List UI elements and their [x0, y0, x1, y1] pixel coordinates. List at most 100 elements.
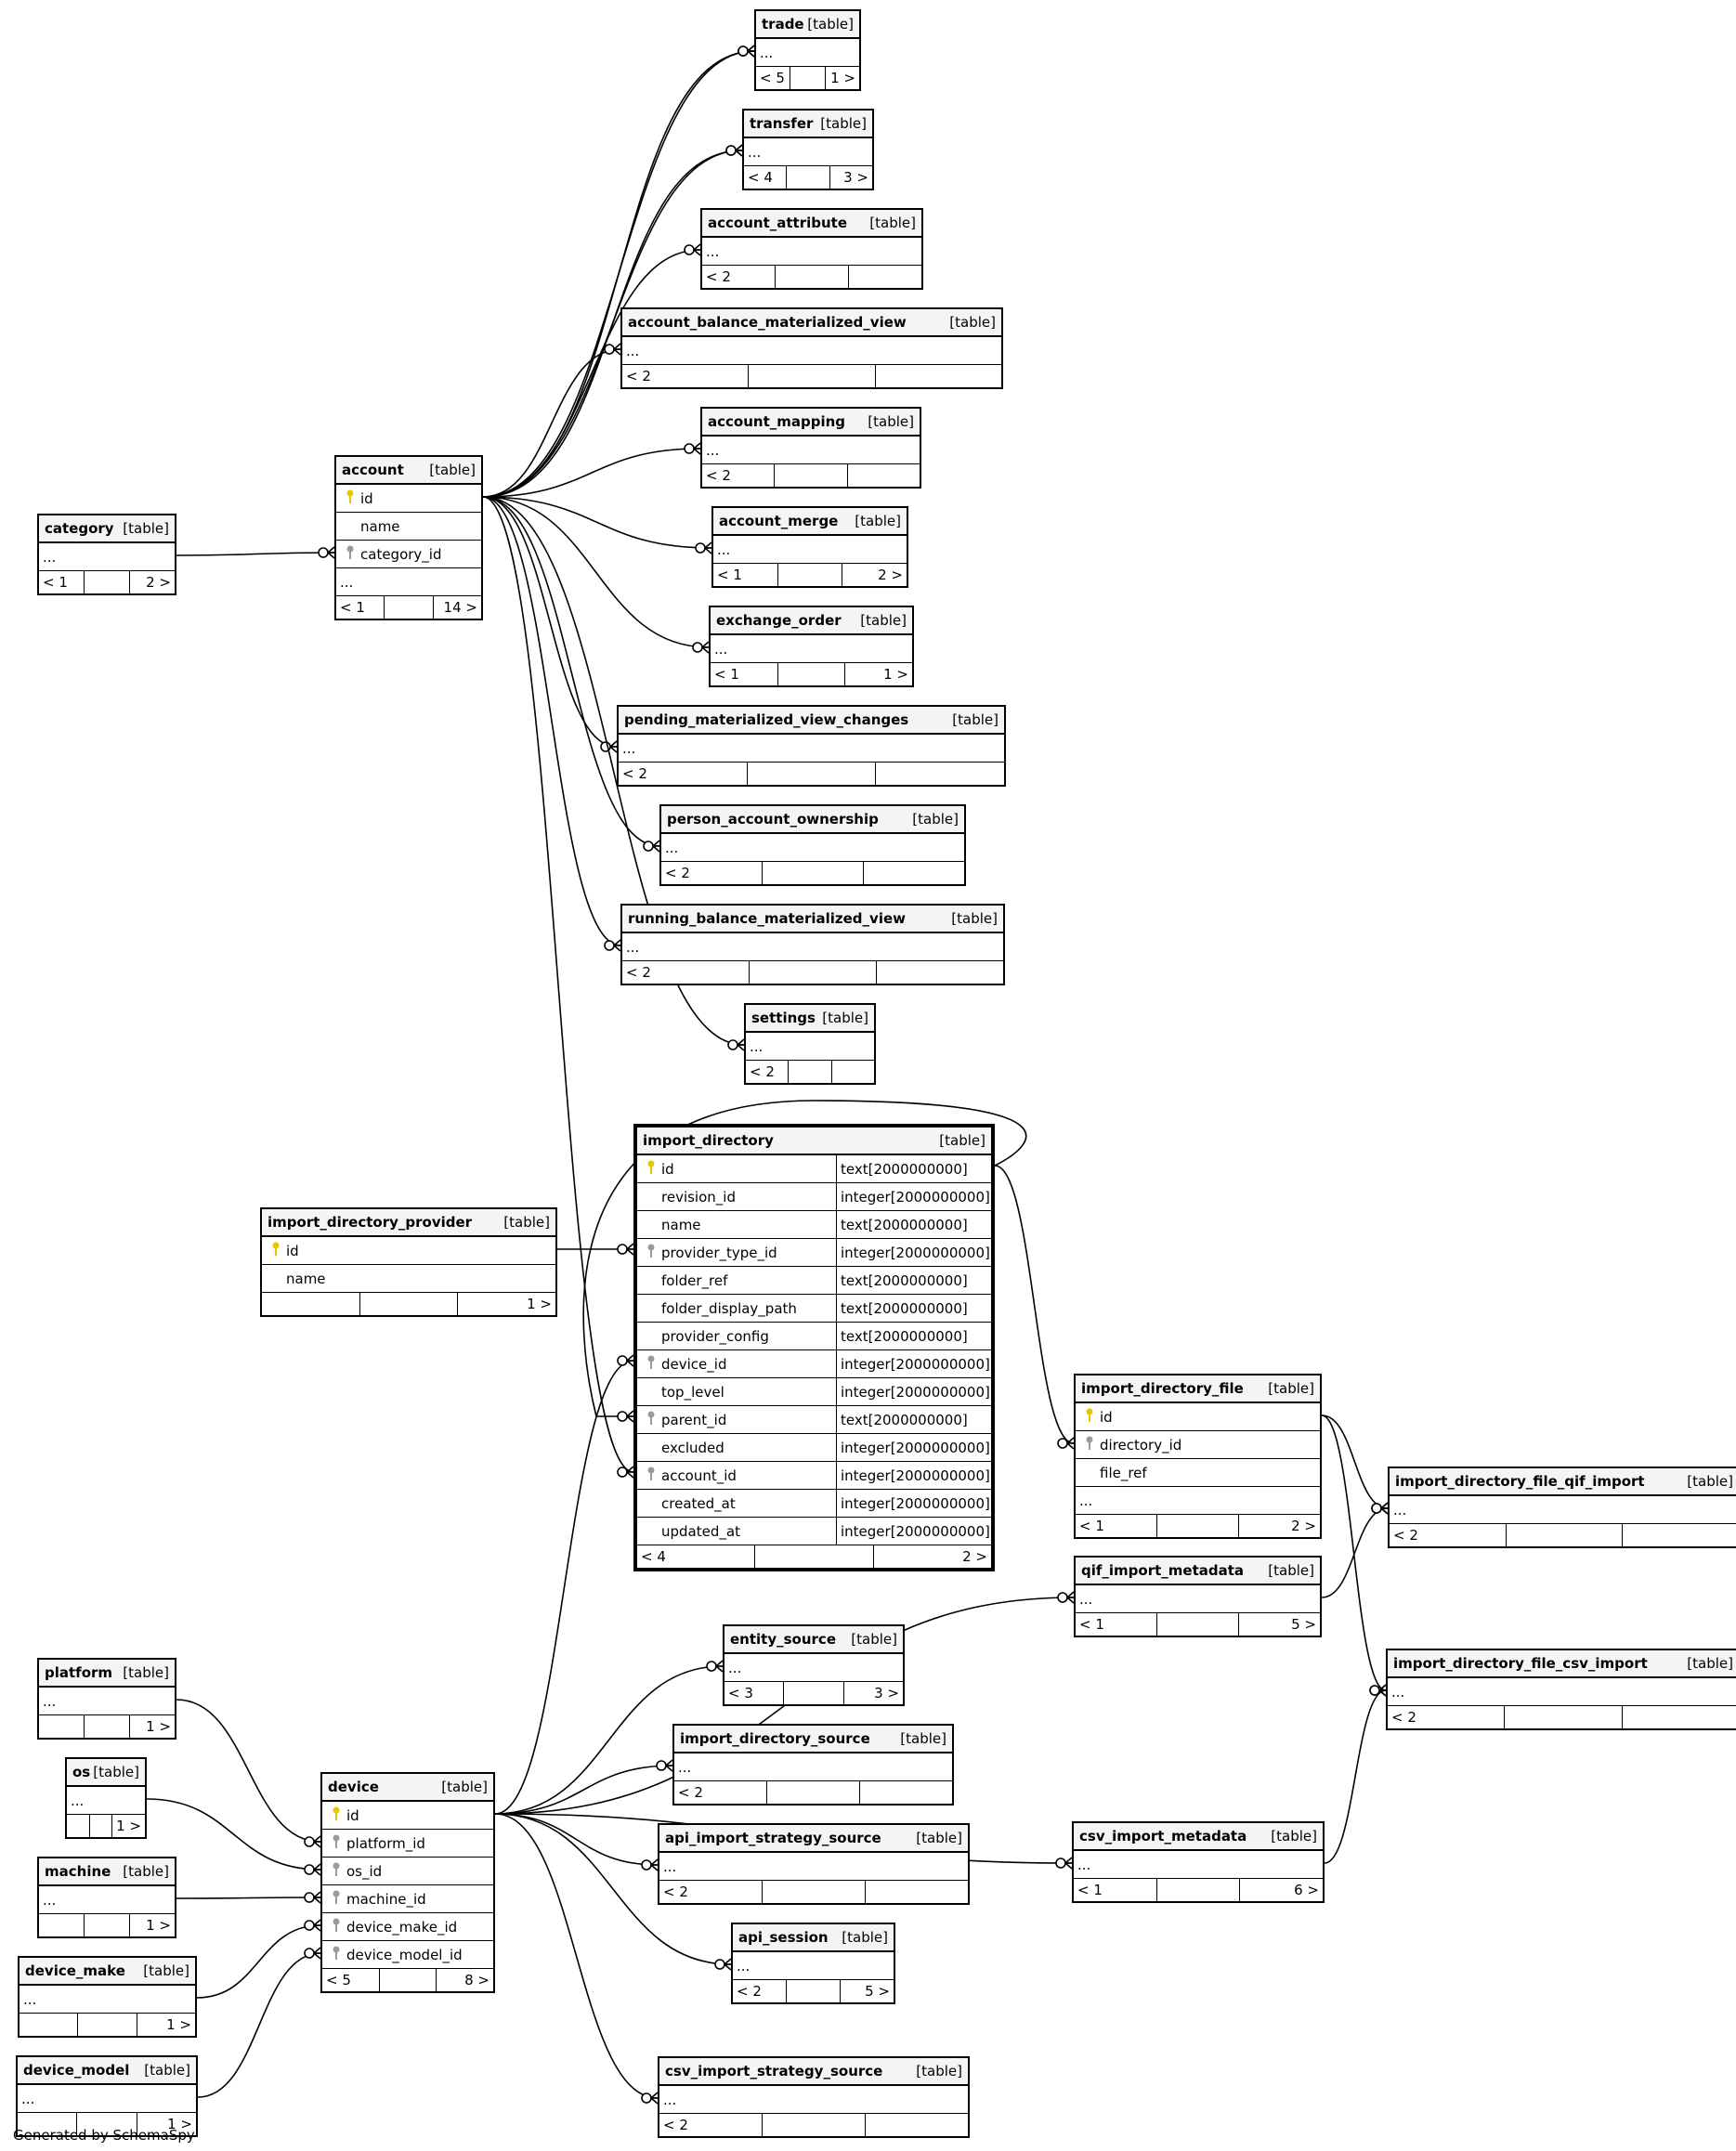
column-row[interactable]: ... [1076, 1585, 1320, 1613]
column-row[interactable]: platform_id [322, 1830, 493, 1858]
column-row[interactable]: os_id [322, 1858, 493, 1885]
parent-count[interactable]: < 4 [744, 166, 788, 189]
table-import-directory-file-csv-import[interactable]: import_directory_file_csv_import[table].… [1386, 1649, 1736, 1730]
column-row[interactable]: device_model_id [322, 1941, 493, 1969]
column-row[interactable]: ... [702, 437, 920, 464]
table-header[interactable]: import_directory_file_csv_import[table] [1388, 1650, 1736, 1678]
table-header[interactable]: import_directory_file[table] [1076, 1375, 1320, 1403]
table-header[interactable]: account_mapping[table] [702, 409, 920, 437]
parent-count[interactable]: < 1 [1074, 1879, 1157, 1901]
child-count[interactable]: 5 > [1291, 1616, 1316, 1633]
column-row[interactable]: ... [1074, 1851, 1323, 1879]
child-count[interactable]: 1 > [167, 2116, 192, 2132]
table-header[interactable]: trade[table] [756, 11, 859, 39]
child-count[interactable]: 2 > [1291, 1518, 1316, 1534]
table-header[interactable]: person_account_ownership[table] [661, 806, 964, 834]
table-name[interactable]: csv_import_metadata [1079, 1828, 1247, 1845]
parent-count[interactable]: < 2 [622, 961, 750, 984]
table-name[interactable]: pending_materialized_view_changes [624, 711, 909, 728]
table-name[interactable]: import_directory_file [1081, 1380, 1244, 1397]
child-count[interactable] [1623, 1524, 1736, 1546]
table-name[interactable]: account_mapping [708, 413, 846, 430]
column-row[interactable]: id [262, 1237, 555, 1265]
column-row[interactable]: directory_id [1076, 1431, 1320, 1459]
child-count[interactable]: 1 > [116, 1818, 142, 1834]
child-count[interactable]: 8 > [464, 1972, 490, 1988]
table-name[interactable]: transfer [750, 115, 814, 132]
column-row[interactable]: ... [659, 2086, 968, 2114]
table-header[interactable]: device_model[table] [18, 2057, 196, 2085]
parent-count[interactable]: < 2 [619, 763, 748, 785]
child-count[interactable]: 14 > [443, 599, 477, 616]
parent-count[interactable] [18, 2113, 78, 2135]
table-header[interactable]: api_session[table] [733, 1924, 894, 1952]
column-row[interactable]: ... [619, 735, 1004, 763]
parent-count[interactable]: < 3 [724, 1682, 785, 1704]
column-row[interactable]: ... [744, 138, 872, 166]
table-running-balance-materialized-view[interactable]: running_balance_materialized_view[table]… [620, 904, 1005, 985]
child-count[interactable]: 1 > [146, 1718, 171, 1735]
table-person-account-ownership[interactable]: person_account_ownership[table]...< 2 [659, 804, 966, 886]
table-name[interactable]: settings [751, 1010, 816, 1026]
table-header[interactable]: pending_materialized_view_changes[table] [619, 707, 1004, 735]
child-count[interactable]: 1 > [830, 70, 855, 86]
table-name[interactable]: import_directory_source [680, 1730, 870, 1747]
column-row[interactable]: id [322, 1802, 493, 1830]
column-row[interactable]: ... [1390, 1496, 1736, 1524]
column-row[interactable]: ... [39, 1886, 175, 1914]
table-name[interactable]: import_directory_file_qif_import [1395, 1473, 1645, 1490]
column-row[interactable]: ... [622, 337, 1001, 365]
table-name[interactable]: device_make [25, 1962, 125, 1979]
table-header[interactable]: os[table] [67, 1759, 145, 1787]
column-row[interactable]: ... [733, 1952, 894, 1980]
column-row[interactable]: ... [622, 933, 1003, 961]
table-header[interactable]: entity_source[table] [724, 1626, 903, 1654]
parent-count[interactable] [20, 2014, 79, 2036]
table-name[interactable]: device_model [23, 2062, 130, 2079]
table-settings[interactable]: settings[table]...< 2 [744, 1003, 876, 1085]
parent-count[interactable]: < 2 [733, 1980, 787, 2002]
column-row[interactable]: ... [20, 1986, 195, 2014]
child-count[interactable]: 1 > [883, 666, 909, 683]
table-name[interactable]: os [72, 1764, 91, 1780]
child-count[interactable]: 3 > [874, 1685, 899, 1701]
child-count[interactable] [848, 464, 920, 487]
table-name[interactable]: platform [45, 1664, 113, 1681]
parent-count[interactable]: < 5 [756, 67, 791, 89]
parent-count[interactable]: < 1 [1076, 1613, 1157, 1636]
table-name[interactable]: qif_import_metadata [1081, 1562, 1245, 1579]
column-row[interactable]: ... [702, 238, 921, 266]
table-name[interactable]: api_session [738, 1929, 829, 1946]
child-count[interactable]: 2 > [878, 567, 904, 583]
table-device-model[interactable]: device_model[table]...1 > [16, 2055, 198, 2137]
parent-count[interactable]: < 2 [702, 464, 776, 487]
parent-count[interactable]: < 2 [659, 2114, 763, 2136]
child-count[interactable]: 3 > [843, 169, 868, 186]
child-count[interactable] [877, 961, 1003, 984]
table-name[interactable]: running_balance_materialized_view [628, 910, 906, 927]
column-row[interactable]: name [336, 513, 481, 541]
parent-count[interactable]: < 2 [674, 1781, 767, 1804]
child-count[interactable] [866, 2114, 968, 2136]
parent-count[interactable] [67, 1815, 90, 1837]
table-header[interactable]: transfer[table] [744, 111, 872, 138]
table-header[interactable]: settings[table] [746, 1005, 874, 1033]
parent-count[interactable]: < 1 [39, 571, 85, 593]
child-count[interactable]: 2 > [962, 1548, 987, 1565]
